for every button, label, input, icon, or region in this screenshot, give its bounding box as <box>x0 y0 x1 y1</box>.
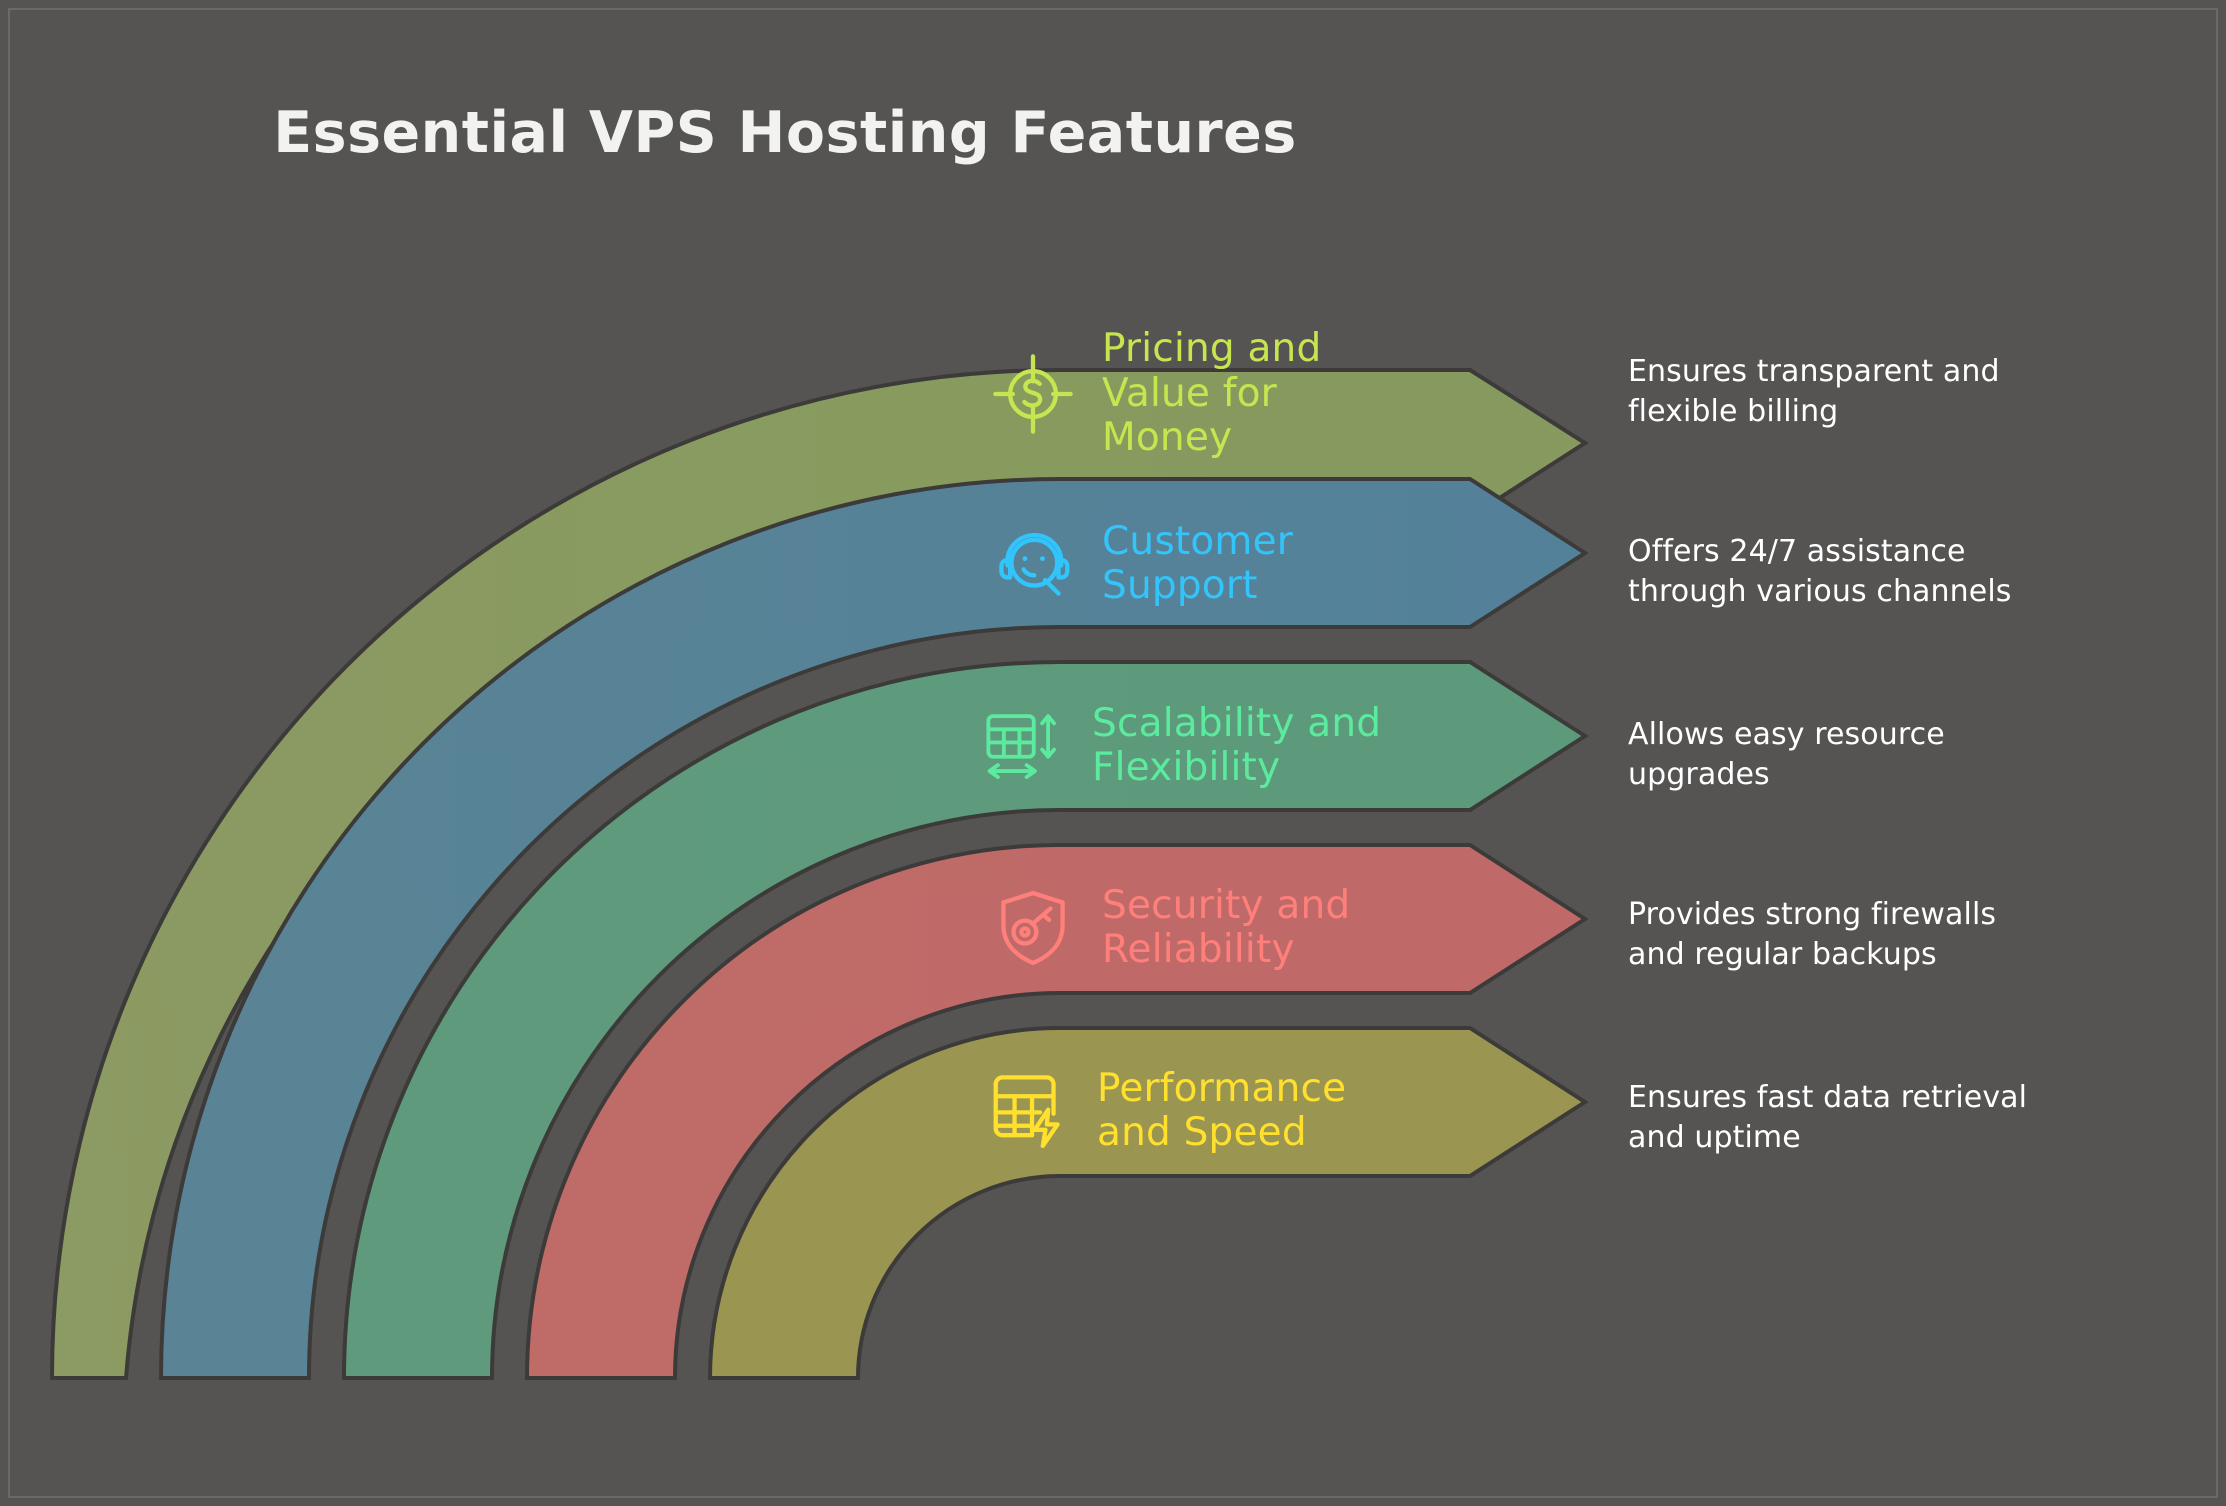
target-dollar-icon <box>993 354 1073 434</box>
band-description-security: Provides strong firewalls and regular ba… <box>1628 897 1997 972</box>
band-shape-scalability[interactable] <box>341 660 1589 1380</box>
band-shape-support[interactable] <box>158 477 1589 1380</box>
grid-lightning-icon <box>993 1075 1060 1149</box>
band-label-support[interactable]: Customer Support <box>990 508 1293 620</box>
band-description-performance: Ensures fast data retrieval and uptime <box>1628 1080 2028 1155</box>
band-description-pricing: Ensures transparent and flexible billing <box>1628 354 2000 429</box>
band-shape-security[interactable] <box>524 843 1589 1380</box>
band-label-scalability[interactable]: Scalability and Flexibility <box>980 690 1381 802</box>
page-title: Essential VPS Hosting Features <box>273 100 1297 166</box>
band-description-support: Offers 24/7 assistance through various c… <box>1628 534 2012 609</box>
grid-resize-arrows-icon <box>986 714 1056 779</box>
band-title-support: Customer Support <box>1102 518 1294 608</box>
band-title-pricing: Pricing and Value for Money <box>1102 326 1322 461</box>
band-label-security[interactable]: Security and Reliability <box>990 872 1350 984</box>
headset-smiley-icon <box>999 532 1070 596</box>
band-shape-performance[interactable] <box>707 1026 1589 1380</box>
shield-key-icon <box>1001 890 1065 966</box>
band-title-scalability: Scalability and Flexibility <box>1092 700 1382 790</box>
band-description-scalability: Allows easy resource upgrades <box>1628 717 1945 792</box>
band-title-security: Security and Reliability <box>1102 882 1351 972</box>
band-title-performance: Performance and Speed <box>1097 1065 1347 1155</box>
band-label-performance[interactable]: Performance and Speed <box>985 1055 1346 1167</box>
band-label-pricing[interactable]: Pricing and Value for Money <box>990 318 1321 470</box>
